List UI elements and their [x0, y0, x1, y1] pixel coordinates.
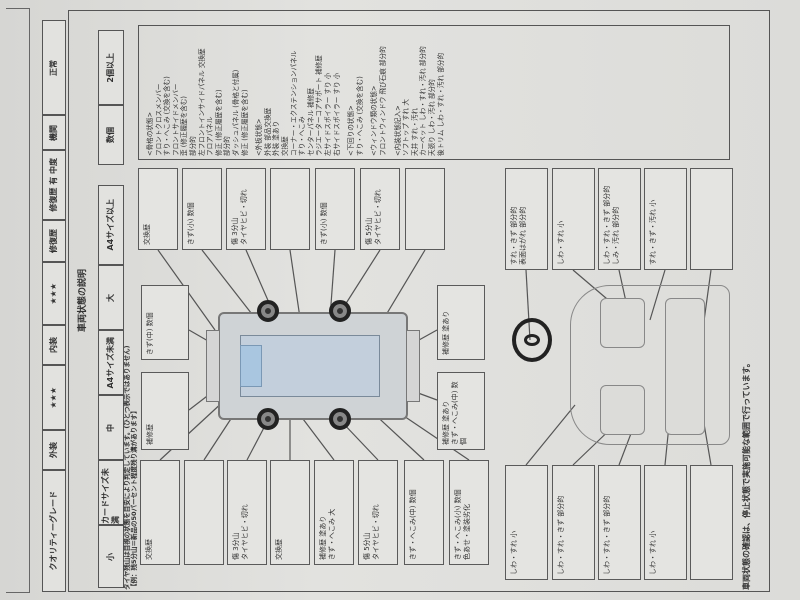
- legend-cell: A4サイズ以上: [98, 185, 124, 265]
- leader-line: [299, 414, 335, 461]
- condition-text: 補修歴: [146, 424, 154, 445]
- wheel-icon: [257, 408, 279, 430]
- exterior-left-box: 補修歴: [141, 372, 189, 450]
- exterior-top-box: [405, 168, 445, 250]
- grade-cell: クオリティーグレード: [42, 470, 66, 592]
- condition-text: 補修歴 塗あり きず・へこみ 大: [319, 508, 336, 560]
- grade-cell: 機関: [42, 115, 66, 150]
- interior-top-box: すれ・きず 部分的 表面はがれ 部分的: [505, 168, 548, 270]
- leader-line: [201, 249, 256, 319]
- car-front-bumper: [206, 330, 220, 402]
- grade-cell: 修復歴: [42, 220, 66, 262]
- leader-line: [394, 409, 470, 461]
- grade-cell: 外装: [42, 430, 66, 470]
- exterior-top-box: きず(小) 数個: [182, 168, 222, 250]
- condition-text: 交換歴: [145, 539, 153, 560]
- legend-cell: 小: [98, 525, 124, 588]
- condition-text: きず・へこみ(小) 数個 色あせ・塗装劣化: [454, 489, 471, 560]
- condition-text: きず(小) 数個: [187, 202, 195, 245]
- condition-text: きず(中) 数個: [146, 312, 154, 355]
- legend-cell: 大: [98, 265, 124, 330]
- condition-text: きず・へこみ(中) 数個: [409, 489, 417, 560]
- leader-line: [289, 249, 301, 319]
- legend-count-cell: 2個以上: [98, 30, 124, 105]
- condition-text: しわ・すれ・きず 部分的 しみ・汚れ 部分的: [603, 185, 620, 265]
- exterior-top-box: 傷 5分山 タイヤヒビ・切れ: [360, 168, 400, 250]
- condition-text: 交換歴: [275, 539, 283, 560]
- exterior-bottom-box: 傷 3分山 タイヤヒビ・切れ: [227, 460, 267, 565]
- leader-line: [344, 249, 381, 306]
- top-edge-row: [6, 8, 30, 593]
- interior-top-box: すれ・きず・汚れ 小: [644, 168, 687, 270]
- grade-cell: ★★★: [42, 262, 66, 325]
- grade-cell: 正常: [42, 20, 66, 115]
- interior-top-box: しわ・すれ・きず 部分的 しみ・汚れ 部分的: [598, 168, 641, 270]
- steering-wheel-icon: [512, 318, 552, 362]
- leader-line: [525, 404, 576, 466]
- car-rear-bumper: [406, 330, 420, 402]
- exterior-top-box: 傷 3分山 タイヤヒビ・切れ: [226, 168, 266, 250]
- steering-hub-icon: [524, 334, 540, 346]
- exterior-top-box: 交換歴: [138, 168, 178, 250]
- leader-line: [159, 399, 226, 461]
- grade-cell: 修復歴 有 中度: [42, 150, 66, 220]
- condition-text: きず(小) 数個: [320, 202, 328, 245]
- leader-line: [245, 249, 271, 306]
- grade-cell: ★★★: [42, 365, 66, 430]
- exterior-bottom-box: 交換歴: [140, 460, 180, 565]
- condition-text: 傷 3分山 タイヤヒビ・切れ: [231, 189, 248, 245]
- condition-text: しわ・すれ・きず 部分的: [603, 495, 611, 575]
- condition-text: 傷 5分山 タイヤヒビ・切れ: [363, 504, 380, 560]
- interior-bottom-box: しわ・すれ・きず 部分的: [552, 465, 595, 580]
- wheel-icon: [329, 408, 351, 430]
- exterior-right-box: 補修歴 塗あり きず・へこみ(中) 数個: [437, 372, 485, 450]
- grade-cell: 内装: [42, 325, 66, 365]
- interior-outline: [570, 285, 730, 445]
- interior-bottom-box: しわ・すれ 小: [644, 465, 687, 580]
- footer-note: 車両状態の確認は、停止状態で実施可能な範囲で行っています。: [742, 359, 751, 590]
- exterior-bottom-box: 傷 5分山 タイヤヒビ・切れ: [358, 460, 398, 565]
- wheel-icon: [257, 300, 279, 322]
- car-windshield: [240, 345, 262, 387]
- legend-cell: 中: [98, 395, 124, 460]
- exterior-bottom-box: 補修歴 塗あり きず・へこみ 大: [314, 460, 354, 565]
- legend-cell: A4サイズ未満: [98, 330, 124, 395]
- condition-text: しわ・すれ 小: [510, 530, 518, 575]
- condition-text: 交換歴: [143, 224, 151, 245]
- car-cabin: [240, 335, 380, 397]
- condition-text: しわ・すれ 小: [557, 220, 565, 265]
- wheel-icon: [329, 300, 351, 322]
- exterior-bottom-box: きず・へこみ(中) 数個: [404, 460, 444, 565]
- main-frame: [68, 10, 770, 592]
- front-seat-icon: [600, 298, 645, 348]
- condition-text: 補修歴 塗あり きず・へこみ(中) 数個: [442, 381, 468, 445]
- interior-top-box: [690, 168, 733, 270]
- exterior-bottom-box: 交換歴: [270, 460, 310, 565]
- condition-text: すれ・きず 部分的 表面はがれ 部分的: [510, 206, 527, 265]
- interior-bottom-box: [690, 465, 733, 580]
- condition-text: しわ・すれ・きず 部分的: [557, 495, 565, 575]
- exterior-top-box: [270, 168, 310, 250]
- condition-text: 傷 3分山 タイヤヒビ・切れ: [232, 504, 249, 560]
- interior-top-box: しわ・すれ 小: [552, 168, 595, 270]
- exterior-right-box: 補修歴 塗あり: [437, 285, 485, 360]
- interior-bottom-box: しわ・すれ 小: [505, 465, 548, 580]
- leader-line: [649, 269, 666, 321]
- condition-text: すれ・きず・汚れ 小: [649, 199, 657, 265]
- exterior-left-box: きず(中) 数個: [141, 285, 189, 360]
- legend-cell: カードサイズ未満: [98, 460, 124, 525]
- legend-count-cell: 数個: [98, 105, 124, 165]
- exterior-bottom-box: きず・へこみ(小) 数個 色あせ・塗装劣化: [449, 460, 489, 565]
- rear-seat-icon: [665, 298, 705, 435]
- description-box: [138, 25, 730, 160]
- exterior-top-box: きず(小) 数個: [315, 168, 355, 250]
- exterior-bottom-box: [184, 460, 224, 565]
- front-seat-icon: [600, 385, 645, 435]
- condition-text: 補修歴 塗あり: [442, 310, 450, 355]
- condition-text: しわ・すれ 小: [649, 530, 657, 575]
- condition-text: 傷 5分山 タイヤヒビ・切れ: [365, 189, 382, 245]
- interior-bottom-box: しわ・すれ・きず 部分的: [598, 465, 641, 580]
